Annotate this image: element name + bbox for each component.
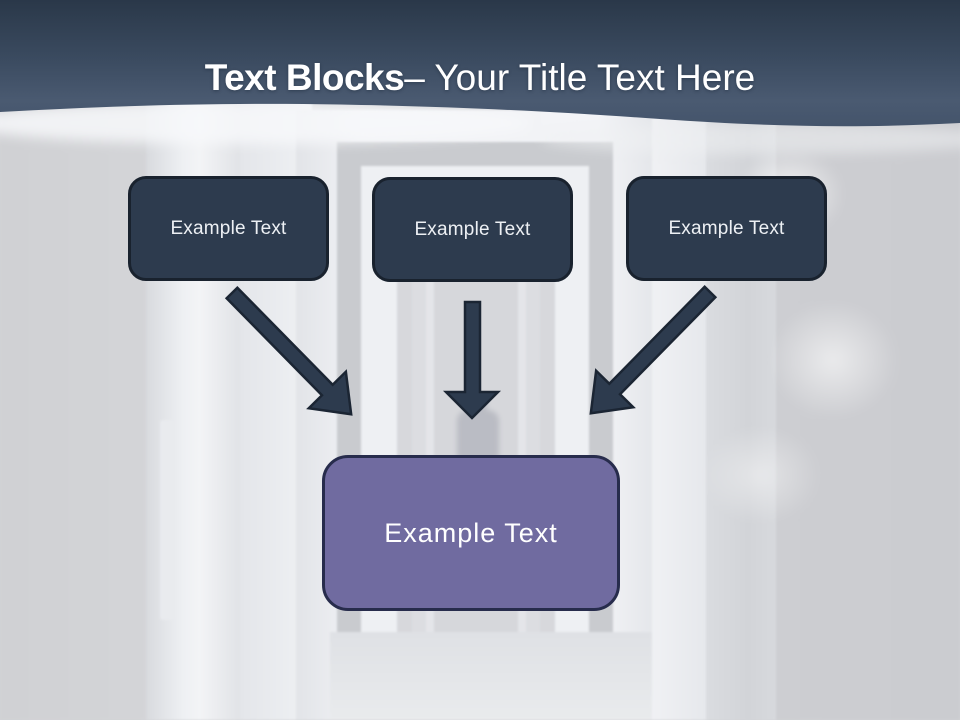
text-block-3-label: Example Text <box>668 217 785 239</box>
background-doorframe-outer <box>337 142 613 720</box>
text-block-1-label: Example Text <box>170 217 287 239</box>
silhouette-body <box>457 410 499 460</box>
title-emphasis: Text Blocks <box>204 57 405 98</box>
text-block-1[interactable]: Example Text <box>128 176 329 281</box>
background-floor <box>330 632 652 720</box>
background-left-molding <box>160 420 174 620</box>
text-block-2-label: Example Text <box>414 218 531 240</box>
header-wave-banner <box>0 0 960 127</box>
background-wave-highlight-left <box>0 102 530 144</box>
text-block-2[interactable]: Example Text <box>372 177 573 282</box>
background-cloud <box>700 425 820 525</box>
summary-block-label: Example Text <box>384 517 558 548</box>
header-wave-shape <box>0 0 960 127</box>
background-wave-highlight-right <box>540 124 960 154</box>
title-rest: – Your Title Text Here <box>404 57 756 98</box>
background-person-silhouette <box>452 394 504 460</box>
slide-title[interactable]: Text Blocks – Your Title Text Here <box>0 0 960 96</box>
background-cloud <box>768 300 898 420</box>
text-block-3[interactable]: Example Text <box>626 176 827 281</box>
summary-block[interactable]: Example Text <box>322 455 620 611</box>
